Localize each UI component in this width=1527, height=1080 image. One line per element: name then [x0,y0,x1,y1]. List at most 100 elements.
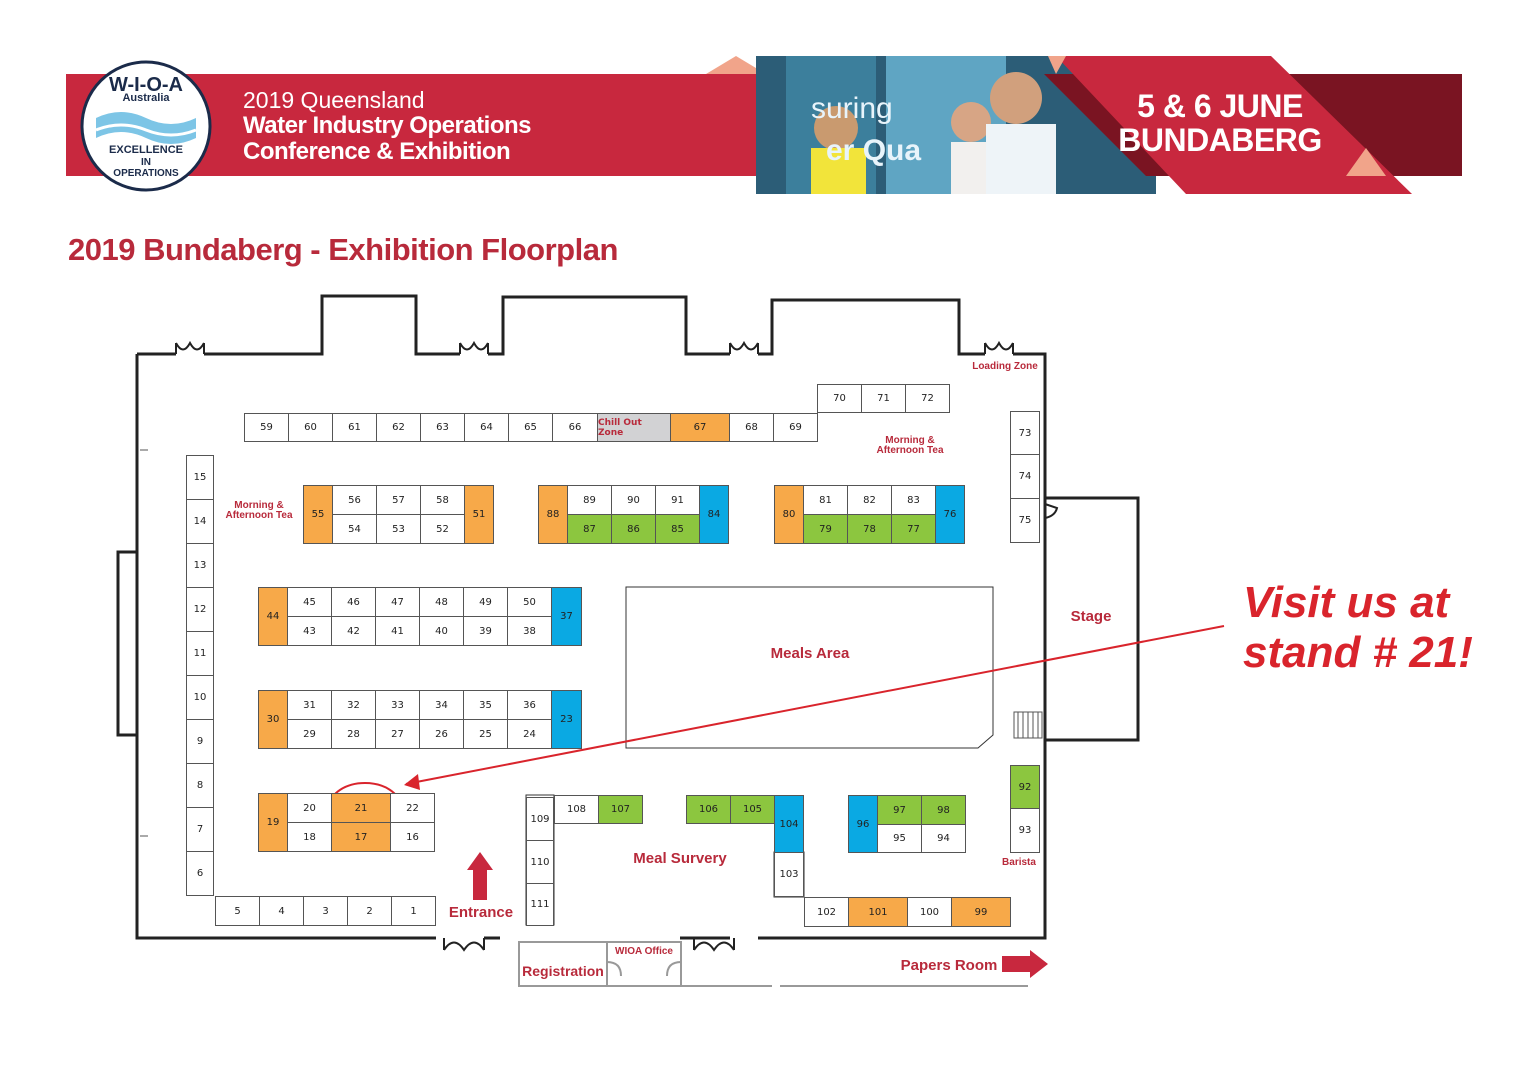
stand-13[interactable]: 13 [186,543,214,588]
stand-48[interactable]: 48 [419,587,464,617]
stand-111[interactable]: 111 [526,883,554,926]
stand-27[interactable]: 27 [375,719,420,749]
stand-26[interactable]: 26 [419,719,464,749]
stand-5[interactable]: 5 [215,896,260,926]
stand-63[interactable]: 63 [420,413,465,442]
stand-3[interactable]: 3 [303,896,348,926]
stand-11[interactable]: 11 [186,631,214,676]
stand-86[interactable]: 86 [611,514,656,544]
stand-50[interactable]: 50 [507,587,552,617]
stand-110[interactable]: 110 [526,840,554,884]
stand-68[interactable]: 68 [729,413,774,442]
stand-66[interactable]: 66 [552,413,598,442]
stand-54[interactable]: 54 [332,514,377,544]
stand-10[interactable]: 10 [186,675,214,720]
stand-97[interactable]: 97 [877,795,922,825]
stand-109[interactable]: 109 [526,797,554,841]
stand-39[interactable]: 39 [463,616,508,646]
stand-29[interactable]: 29 [287,719,332,749]
stand-16[interactable]: 16 [390,822,435,852]
stand-91[interactable]: 91 [655,485,700,515]
stand-80[interactable]: 80 [774,485,804,544]
stand-93[interactable]: 93 [1010,808,1040,853]
stand-81[interactable]: 81 [803,485,848,515]
stand-90[interactable]: 90 [611,485,656,515]
stand-58[interactable]: 58 [420,485,465,515]
stand-7[interactable]: 7 [186,807,214,852]
stand-88[interactable]: 88 [538,485,568,544]
stand-106[interactable]: 106 [686,795,731,824]
stand-23[interactable]: 23 [551,690,582,749]
stand-46[interactable]: 46 [331,587,376,617]
stand-69[interactable]: 69 [773,413,818,442]
stand-94[interactable]: 94 [921,824,966,853]
stand-108[interactable]: 108 [554,795,599,824]
stand-99[interactable]: 99 [951,897,1011,927]
stand-20[interactable]: 20 [287,793,332,823]
stand-56[interactable]: 56 [332,485,377,515]
papers-room-label[interactable]: Papers Room [900,957,998,974]
stand-33[interactable]: 33 [375,690,420,720]
stand-49[interactable]: 49 [463,587,508,617]
stand-14[interactable]: 14 [186,499,214,544]
stand-101[interactable]: 101 [848,897,908,927]
stand-73[interactable]: 73 [1010,411,1040,455]
stand-42[interactable]: 42 [331,616,376,646]
stand-65[interactable]: 65 [508,413,553,442]
stand-83[interactable]: 83 [891,485,936,515]
stand-52[interactable]: 52 [420,514,465,544]
stand-18[interactable]: 18 [287,822,332,852]
stand-43[interactable]: 43 [287,616,332,646]
stand-96[interactable]: 96 [848,795,878,853]
stand-34[interactable]: 34 [419,690,464,720]
entrance-label[interactable]: Entrance [448,904,514,921]
stand-44[interactable]: 44 [258,587,288,646]
stand-84[interactable]: 84 [699,485,729,544]
stand-70[interactable]: 70 [817,384,862,413]
stand-15[interactable]: 15 [186,455,214,500]
stand-21[interactable]: 21 [331,793,391,823]
stand-67[interactable]: 67 [670,413,730,442]
stand-76[interactable]: 76 [935,485,965,544]
stand-74[interactable]: 74 [1010,454,1040,499]
stand-32[interactable]: 32 [331,690,376,720]
stand-78[interactable]: 78 [847,514,892,544]
stand-4[interactable]: 4 [259,896,304,926]
stand-102[interactable]: 102 [804,897,849,927]
stand-92[interactable]: 92 [1010,765,1040,809]
stand-100[interactable]: 100 [907,897,952,927]
stand-71[interactable]: 71 [861,384,906,413]
stand-103[interactable]: 103 [774,852,804,897]
stand-19[interactable]: 19 [258,793,288,852]
stand-chill-out-zone[interactable]: Chill Out Zone [597,413,671,442]
stand-2[interactable]: 2 [347,896,392,926]
stand-105[interactable]: 105 [730,795,775,824]
stand-55[interactable]: 55 [303,485,333,544]
stand-12[interactable]: 12 [186,587,214,632]
stand-36[interactable]: 36 [507,690,552,720]
stand-40[interactable]: 40 [419,616,464,646]
stand-64[interactable]: 64 [464,413,509,442]
stand-28[interactable]: 28 [331,719,376,749]
stand-85[interactable]: 85 [655,514,700,544]
stand-8[interactable]: 8 [186,763,214,808]
stand-25[interactable]: 25 [463,719,508,749]
stand-53[interactable]: 53 [376,514,421,544]
stand-31[interactable]: 31 [287,690,332,720]
stand-30[interactable]: 30 [258,690,288,749]
stand-37[interactable]: 37 [551,587,582,646]
stand-79[interactable]: 79 [803,514,848,544]
stand-35[interactable]: 35 [463,690,508,720]
stand-72[interactable]: 72 [905,384,950,413]
stand-51[interactable]: 51 [464,485,494,544]
stand-104[interactable]: 104 [774,795,804,853]
stand-107[interactable]: 107 [598,795,643,824]
stand-41[interactable]: 41 [375,616,420,646]
stand-45[interactable]: 45 [287,587,332,617]
stand-47[interactable]: 47 [375,587,420,617]
stand-62[interactable]: 62 [376,413,421,442]
stand-75[interactable]: 75 [1010,498,1040,543]
stand-87[interactable]: 87 [567,514,612,544]
stand-1[interactable]: 1 [391,896,436,926]
stand-38[interactable]: 38 [507,616,552,646]
